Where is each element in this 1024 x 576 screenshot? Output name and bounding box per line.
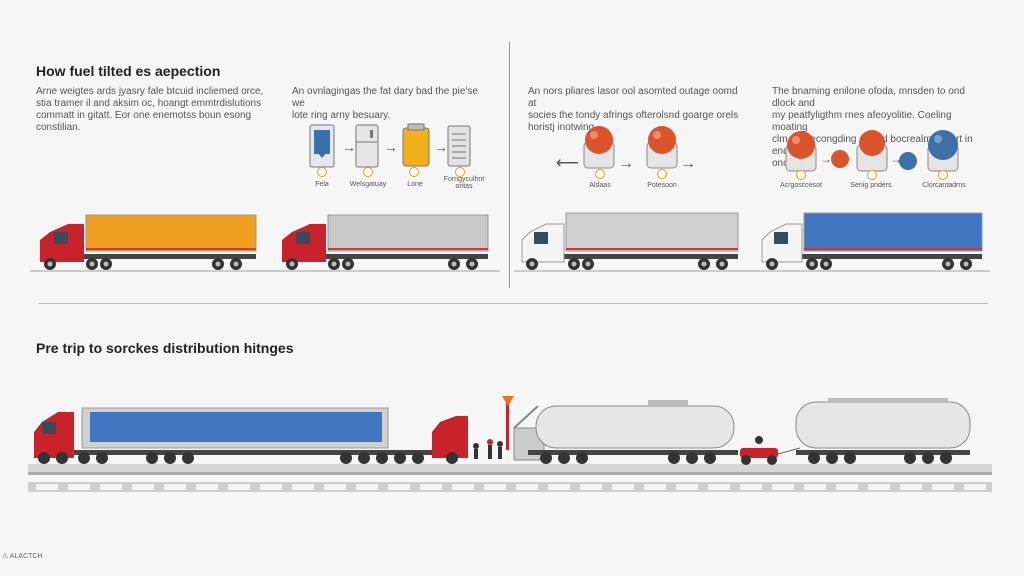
- caption: Aldaas: [589, 182, 611, 189]
- tanker-truck-1: [513, 400, 738, 464]
- caption: Lone: [407, 181, 423, 188]
- truck-grey: [282, 214, 489, 270]
- caption: Clorcantadrns: [922, 182, 966, 189]
- truck-orange: [40, 214, 257, 270]
- sphere-icons: → →: [785, 130, 959, 172]
- section-title-inspection: How fuel tilted es aepection: [36, 63, 221, 79]
- badge-icon: [317, 167, 327, 177]
- badge-icon: [796, 170, 806, 180]
- badge-icon: [409, 167, 419, 177]
- tank-icon: [402, 123, 430, 167]
- desc-line: An ovnlagingas the fat dary bad the pie'…: [292, 86, 478, 109]
- caption: Senig pnders: [850, 182, 892, 189]
- desc-line: Arne weigtes ards jyasry fale btcuid inc…: [36, 86, 264, 97]
- signal-pole: [502, 396, 514, 450]
- desc-line: commatt in gitatt. Eor one enemotss boun…: [36, 110, 252, 121]
- truck-long-blue: [34, 407, 468, 464]
- caption: Welsgatuay: [349, 181, 387, 188]
- svg-text:→: →: [618, 155, 634, 172]
- desc-line: horistj inotwing.: [528, 122, 597, 133]
- loading-process-icons: → → →: [309, 123, 471, 168]
- vertical-divider: [509, 42, 510, 288]
- badge-icon: [657, 169, 667, 179]
- badge-icon: [455, 167, 465, 177]
- svg-text:→: →: [342, 139, 356, 155]
- truck-white-grey: [521, 212, 739, 270]
- service-cart: [740, 436, 801, 465]
- desc-line: The bnaming enilone ofoda, mnsden to ond…: [772, 86, 965, 109]
- section-description: Arne weigtes ards jyasry fale btcuid inc…: [36, 86, 266, 134]
- section-title-distribution: Pre trip to sorckes distribution hitnges: [36, 340, 294, 356]
- caption: Potesoon: [647, 182, 677, 189]
- footer-logo: ⚠ ALACTCH: [2, 553, 43, 560]
- caption: Acrgosccesot: [779, 182, 823, 189]
- svg-text:→: →: [384, 139, 398, 155]
- badge-icon: [595, 169, 605, 179]
- desc-line: socies the tondy afrings ofterolsnd goar…: [528, 110, 739, 121]
- desc-line: constilian.: [36, 122, 81, 133]
- caption: Forngyculhnt ontas: [443, 176, 485, 190]
- svg-text:→: →: [820, 152, 832, 166]
- desc-line: stia tramer il and aksim oc, hoangt emmt…: [36, 98, 262, 109]
- road-dashes: [36, 484, 986, 490]
- panel3-description: An nors pliares lasor ool asomted outage…: [528, 86, 743, 134]
- tanker-truck-2: [795, 398, 971, 464]
- server-icon: [447, 125, 471, 167]
- ground-line: [30, 270, 500, 272]
- desc-line: my peatfyligthm rnes afeoyolitie. Coelin…: [772, 110, 952, 133]
- svg-text:⟵: ⟵: [556, 155, 579, 172]
- badge-icon: [363, 167, 373, 177]
- pump-icon: [309, 124, 335, 168]
- distribution-scene: [28, 396, 992, 492]
- workers: [473, 439, 503, 459]
- fridge-icon: [355, 124, 379, 168]
- ground-line: [514, 270, 990, 272]
- svg-text:→: →: [890, 152, 902, 166]
- desc-line: An nors pliares lasor ool asomted outage…: [528, 86, 738, 109]
- valve-icons: ⟵ → →: [556, 126, 696, 172]
- badge-icon: [867, 170, 877, 180]
- horizontal-divider: [38, 303, 988, 304]
- svg-text:→: →: [434, 139, 448, 155]
- svg-text:→: →: [680, 155, 696, 172]
- caption: Fela: [315, 181, 329, 188]
- badge-icon: [938, 170, 948, 180]
- desc-line: lote ring arny besuary.: [292, 110, 391, 121]
- truck-white-blue: [761, 212, 983, 270]
- panel2-description: An ovnlagingas the fat dary bad the pie'…: [292, 86, 492, 122]
